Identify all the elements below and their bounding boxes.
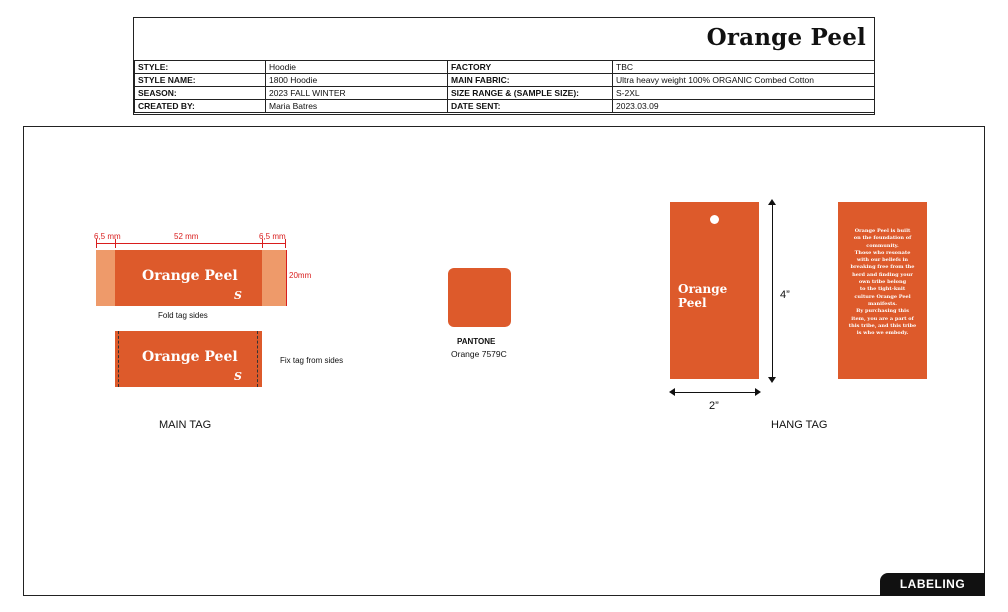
spec-label: STYLE:	[134, 60, 266, 74]
section-badge: LABELING	[880, 573, 985, 596]
spec-value: 2023 FALL WINTER	[265, 86, 448, 100]
arrow-right-icon	[755, 388, 761, 396]
dim-height-label: 20mm	[289, 271, 312, 280]
hang-tag-title: HANG TAG	[771, 419, 828, 431]
spec-label: SEASON:	[134, 86, 266, 100]
spec-value: TBC	[612, 60, 875, 74]
spec-value: Hoodie	[265, 60, 448, 74]
spec-label: FACTORY	[447, 60, 613, 74]
hang-text-line: is who we embody.	[856, 330, 909, 337]
dim-tick	[115, 239, 116, 248]
hang-text-line: breaking free from the	[850, 264, 915, 271]
hang-text-line: culture Orange Peel	[854, 293, 911, 300]
spec-table: STYLE: Hoodie FACTORY TBC STYLE NAME: 18…	[134, 60, 875, 113]
spec-label: MAIN FABRIC:	[447, 73, 613, 87]
hang-brand: Orange Peel	[678, 282, 728, 310]
spec-value: 2023.03.09	[612, 99, 875, 113]
hang-text-line: this tribe, and this tribe	[848, 322, 917, 329]
dim-right-label: 6,5 mm	[259, 232, 286, 241]
spec-header: Orange Peel STYLE: Hoodie FACTORY TBC ST…	[133, 17, 875, 115]
dim-height-line	[286, 250, 287, 306]
tag-size: S	[234, 289, 242, 302]
hang-text-line: Orange Peel is built	[854, 228, 911, 234]
hang-height-label: 4”	[780, 289, 790, 301]
dim-tick	[285, 239, 286, 248]
spec-label: STYLE NAME:	[134, 73, 266, 87]
arrow-down-icon	[768, 377, 776, 383]
dim-center-label: 52 mm	[174, 232, 199, 241]
pantone-label: PANTONE	[457, 337, 496, 346]
hang-text-line: By purchasing this	[856, 308, 909, 315]
tag-brand: Orange Peel	[142, 268, 238, 284]
hang-text-line: manifests.	[867, 300, 898, 307]
pantone-swatch	[448, 268, 511, 327]
hang-text-line: own tribe belong	[858, 279, 907, 286]
stitch-line	[257, 331, 258, 387]
spec-label: SIZE RANGE & (SAMPLE SIZE):	[447, 86, 613, 100]
hang-tag-front: Orange Peel	[670, 202, 759, 379]
hang-width-label: 2”	[709, 400, 719, 412]
width-arrow	[672, 392, 757, 393]
fix-tag: Orange Peel S	[115, 331, 262, 387]
hang-text-line: to the tight-knit	[859, 286, 906, 293]
dim-tick	[96, 239, 97, 248]
dim-width-line	[96, 243, 286, 244]
tag-size: S	[234, 370, 242, 383]
hang-back-text: Orange Peel is built on the foundation o…	[844, 228, 921, 337]
hang-text-line: Those who resonate	[854, 249, 911, 256]
dim-left-label: 6,5 mm	[94, 232, 121, 241]
spec-row: STYLE: Hoodie FACTORY TBC	[134, 60, 875, 74]
stitch-line	[118, 331, 119, 387]
height-arrow	[772, 203, 773, 379]
spec-row: STYLE NAME: 1800 Hoodie MAIN FABRIC: Ult…	[134, 73, 875, 87]
arrow-up-icon	[768, 199, 776, 205]
hang-text-line: on the foundation of	[853, 235, 912, 242]
spec-label: DATE SENT:	[447, 99, 613, 113]
hang-text-line: herd and finding your	[852, 271, 913, 278]
dim-tick	[262, 239, 263, 248]
spec-value: S-2XL	[612, 86, 875, 100]
spec-row: SEASON: 2023 FALL WINTER SIZE RANGE & (S…	[134, 86, 875, 100]
spec-row: CREATED BY: Maria Batres DATE SENT: 2023…	[134, 99, 875, 113]
brand-title: Orange Peel	[706, 24, 866, 51]
fold-tag-face: Orange Peel S	[115, 250, 262, 306]
tag-brand: Orange Peel	[142, 349, 238, 365]
hang-hole	[710, 215, 719, 224]
fold-caption: Fold tag sides	[158, 311, 208, 320]
pantone-name: Orange 7579C	[451, 349, 507, 359]
hang-text-line: community.	[866, 242, 899, 249]
spec-value: Maria Batres	[265, 99, 448, 113]
spec-label: CREATED BY:	[134, 99, 266, 113]
hang-text-line: item, you are a part of	[851, 315, 914, 322]
arrow-left-icon	[669, 388, 675, 396]
fix-caption: Fix tag from sides	[280, 356, 344, 365]
hang-text-line: with our beliefs in	[856, 257, 909, 264]
main-tag-title: MAIN TAG	[159, 419, 212, 431]
hang-tag-back: Orange Peel is built on the foundation o…	[838, 202, 927, 379]
labeling-canvas	[23, 126, 985, 596]
spec-value: Ultra heavy weight 100% ORGANIC Combed C…	[612, 73, 875, 87]
spec-value: 1800 Hoodie	[265, 73, 448, 87]
